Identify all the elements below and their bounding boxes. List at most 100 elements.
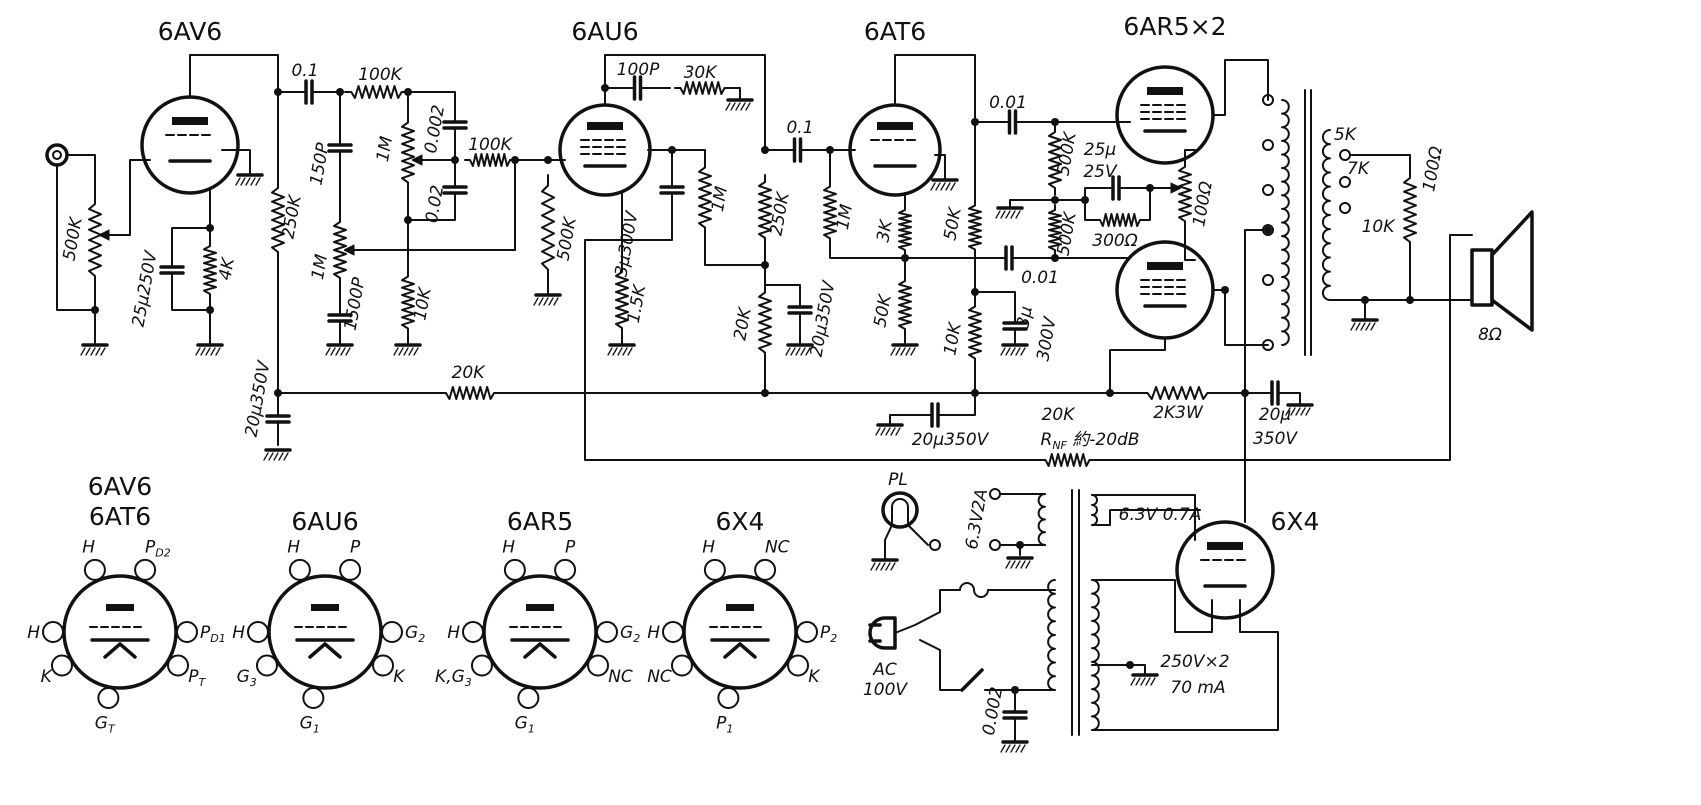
- resistor: [271, 179, 285, 261]
- label-main: H: [82, 537, 95, 557]
- tap-terminal: [1262, 224, 1274, 236]
- label-main: R: [1041, 430, 1053, 450]
- junction-dot: [1051, 118, 1059, 126]
- pin-label: P: [350, 537, 361, 557]
- label-main: P: [350, 537, 361, 557]
- component-label: 50K: [940, 204, 966, 242]
- label-subscript: D1: [210, 632, 225, 645]
- resistor: [541, 174, 555, 281]
- label-main: H: [647, 623, 660, 643]
- ground-hatch: [538, 297, 544, 306]
- component-label: 100P: [617, 60, 660, 80]
- heater: [723, 642, 757, 659]
- component-label: 3μ: [1013, 305, 1036, 330]
- plate: [587, 122, 623, 130]
- plate: [311, 604, 339, 611]
- ground-hatch: [1010, 347, 1016, 356]
- heater: [103, 642, 137, 659]
- ground-hatch: [80, 347, 86, 356]
- base-envelope: [62, 574, 178, 690]
- ground-hatch: [1005, 210, 1011, 219]
- junction-dot: [1051, 254, 1059, 262]
- resistor: [1139, 386, 1216, 400]
- tube-base-diagram: [247, 558, 403, 709]
- ground-icon: [930, 178, 959, 191]
- ground-hatch: [905, 347, 911, 356]
- ground-hatch: [790, 347, 796, 356]
- component-label: 500K: [553, 214, 581, 262]
- ground-hatch: [617, 347, 623, 356]
- ground-hatch: [885, 427, 891, 436]
- label-subscript: 3: [250, 676, 257, 689]
- tube-envelope: [140, 95, 240, 195]
- ground-hatch: [1000, 210, 1006, 219]
- label-main: H: [702, 537, 715, 557]
- ground-icon: [607, 343, 636, 356]
- potentiometer: [401, 114, 415, 191]
- plate: [1147, 262, 1183, 270]
- wire: [884, 524, 893, 561]
- ground-hatch: [205, 347, 211, 356]
- ground-hatch: [885, 562, 891, 571]
- base-pin: [670, 654, 693, 677]
- heater-label: 6.3V 0.7A: [1119, 505, 1202, 525]
- ground-icon: [1000, 740, 1029, 753]
- ground-icon: [1000, 343, 1029, 356]
- ground-hatch: [735, 102, 741, 111]
- ground-hatch: [795, 347, 801, 356]
- label-main: G: [95, 714, 108, 734]
- tube-6ar5-lower: [1115, 240, 1215, 340]
- base-pin: [470, 654, 493, 677]
- tube-envelope: [1115, 240, 1215, 340]
- junction-dot: [1264, 226, 1272, 234]
- component-label: 20μ350V: [807, 278, 840, 358]
- base-title: 6X4: [716, 507, 765, 536]
- ground-hatch: [543, 297, 549, 306]
- tube-envelope: [848, 103, 942, 197]
- label-main: K: [41, 667, 54, 687]
- wire: [1094, 234, 1473, 461]
- label-main: G: [237, 667, 250, 687]
- label-main: P: [565, 537, 576, 557]
- component-label: 500K: [1053, 129, 1081, 177]
- ground-hatch: [890, 562, 896, 571]
- component-label: 10K: [410, 284, 436, 322]
- pin-label: PD1: [200, 623, 226, 645]
- ground-hatch: [895, 427, 901, 436]
- tap-terminal: [1262, 339, 1274, 351]
- base-pin: [97, 686, 120, 709]
- ground-hatch: [240, 177, 246, 186]
- ground-hatch: [805, 347, 811, 356]
- hv-label: 70 mA: [1170, 678, 1225, 698]
- resistor: [968, 299, 982, 366]
- ground-hatch: [875, 427, 881, 436]
- pin-label: H: [27, 623, 40, 643]
- resistor: [898, 204, 912, 256]
- wire: [944, 392, 976, 416]
- wire: [407, 91, 456, 116]
- wire: [1009, 199, 1056, 209]
- label-main: NC: [765, 537, 790, 557]
- tube-label: 6AU6: [571, 17, 638, 46]
- ground-hatch: [1295, 407, 1301, 416]
- base-pin: [42, 621, 64, 643]
- component-label: 20μ350V: [912, 430, 990, 450]
- label-subscript: D2: [155, 546, 170, 559]
- ground-icon: [393, 343, 422, 356]
- junction-dot: [761, 389, 769, 397]
- tap-terminal: [1262, 94, 1274, 106]
- junction-dot: [91, 306, 99, 314]
- lamp-filament: [891, 498, 909, 526]
- label-main: NC: [647, 667, 672, 687]
- resistor: [615, 264, 629, 336]
- label-subscript: 1: [726, 723, 733, 736]
- pin-label: H: [447, 623, 460, 643]
- ground-hatch: [215, 347, 221, 356]
- ground-hatch: [330, 347, 336, 356]
- base-pin: [662, 621, 684, 643]
- base-pin: [372, 654, 395, 677]
- ground-hatch: [403, 347, 409, 356]
- ground-hatch: [1020, 744, 1026, 753]
- pin-label: H: [647, 623, 660, 643]
- ground-hatch: [340, 347, 346, 356]
